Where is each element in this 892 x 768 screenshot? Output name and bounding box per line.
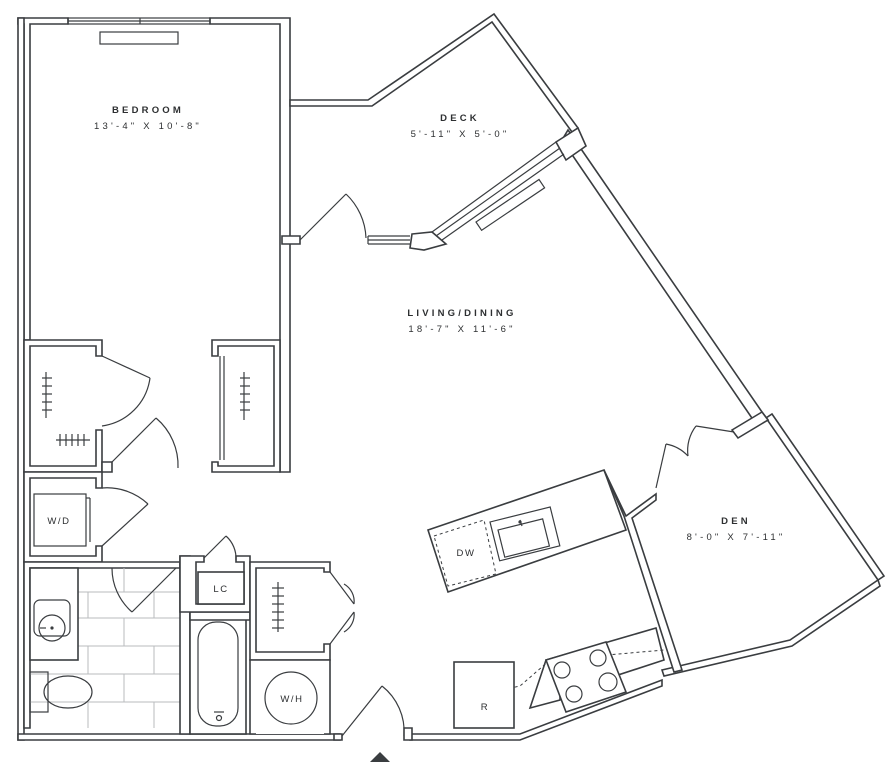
bedroom-closets [23,339,281,473]
entry-arrow-icon [370,752,390,762]
den-dims: 8'-0" X 7'-11" [687,532,786,543]
water-heater-closet [249,659,331,735]
den-walls [603,410,770,673]
den-label: DEN 8'-0" X 7'-11" [687,516,786,543]
deck-dims: 5'-11" X 5'-0" [411,129,510,140]
bedroom-label: BEDROOM 13'-4" X 10'-8" [94,105,202,132]
entry-door [333,685,413,762]
kitchen-island [426,468,628,594]
living-dims: 18'-7" X 11'-6" [408,324,515,335]
deck-door [281,193,367,245]
den-name: DEN [721,516,751,527]
washer-dryer-label: W/D [47,516,70,527]
linen-closet-label: LC [213,584,228,595]
living-name: LIVING/DINING [407,308,516,319]
bedroom-dims: 13'-4" X 10'-8" [94,121,202,132]
bedroom-name: BEDROOM [112,105,184,116]
water-heater-label: W/H [280,694,303,705]
deck-name: DECK [440,113,480,124]
laundry-closet [23,471,149,563]
kitchen-counter [453,626,665,729]
refrigerator-label: R [481,702,489,713]
dishwasher-label: DW [456,548,475,559]
bathroom [23,555,251,735]
living-label: LIVING/DINING 18'-7" X 11'-6" [407,308,516,335]
deck-label: DECK 5'-11" X 5'-0" [411,113,510,140]
hall-closet [249,561,355,661]
deck-sliding-door [367,126,587,251]
